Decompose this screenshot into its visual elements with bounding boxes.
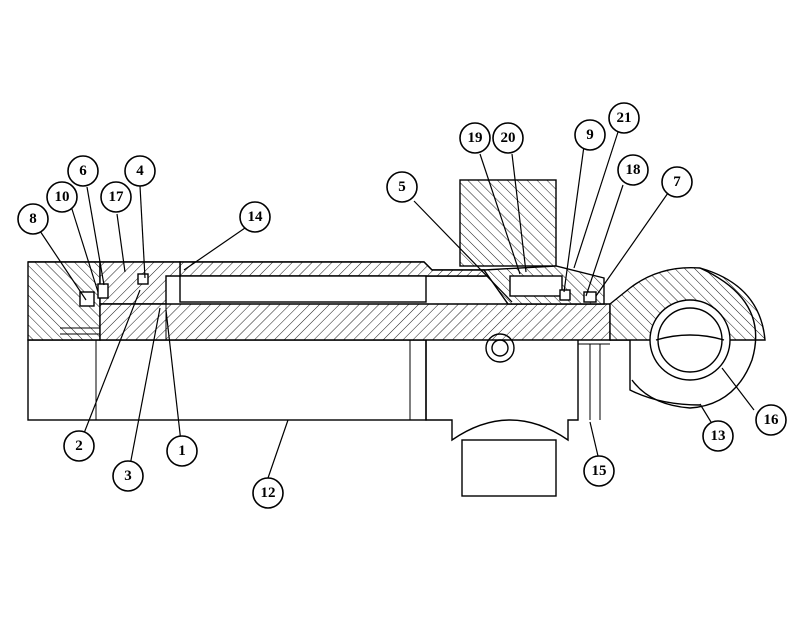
svg-text:2: 2 [75,438,83,454]
svg-text:6: 6 [79,163,87,179]
callout-3: 3 [112,460,144,492]
svg-text:16: 16 [764,412,780,428]
svg-text:19: 19 [468,130,483,146]
callout-10: 10 [46,181,78,213]
callout-20: 20 [492,122,524,154]
svg-text:15: 15 [592,463,607,479]
svg-text:4: 4 [136,163,144,179]
cap-end-section [27,261,181,341]
callout-14: 14 [239,201,271,233]
callout-16: 16 [755,404,787,436]
callout-15: 15 [583,455,615,487]
callout-18: 18 [617,154,649,186]
callout-19: 19 [459,122,491,154]
callout-4: 4 [124,155,156,187]
piston-rod-section [99,303,611,341]
leader-lines [39,131,755,479]
svg-text:12: 12 [261,485,276,501]
gland-section [459,179,605,305]
svg-text:13: 13 [711,428,726,444]
callout-7: 7 [661,166,693,198]
svg-text:9: 9 [586,127,594,143]
callout-13: 13 [702,420,734,452]
rod-eye [609,266,766,409]
callout-17: 17 [100,181,132,213]
svg-text:3: 3 [124,468,132,484]
svg-text:17: 17 [109,189,125,205]
callout-6: 6 [67,155,99,187]
callout-21: 21 [608,102,640,134]
callout-8: 8 [17,203,49,235]
svg-text:14: 14 [248,209,264,225]
svg-text:5: 5 [398,179,406,195]
svg-text:18: 18 [626,162,641,178]
callout-5: 5 [386,171,418,203]
callout-9: 9 [574,119,606,151]
svg-text:7: 7 [673,174,681,190]
cylinder-tube-section [28,261,509,303]
svg-text:1: 1 [178,443,186,459]
barrel-lower-outline [27,339,427,421]
svg-text:21: 21 [617,110,632,126]
callout-2: 2 [63,430,95,462]
callout-1: 1 [166,435,198,467]
svg-text:10: 10 [55,189,70,205]
callout-12: 12 [252,477,284,509]
svg-text:20: 20 [501,130,516,146]
svg-text:8: 8 [29,211,37,227]
